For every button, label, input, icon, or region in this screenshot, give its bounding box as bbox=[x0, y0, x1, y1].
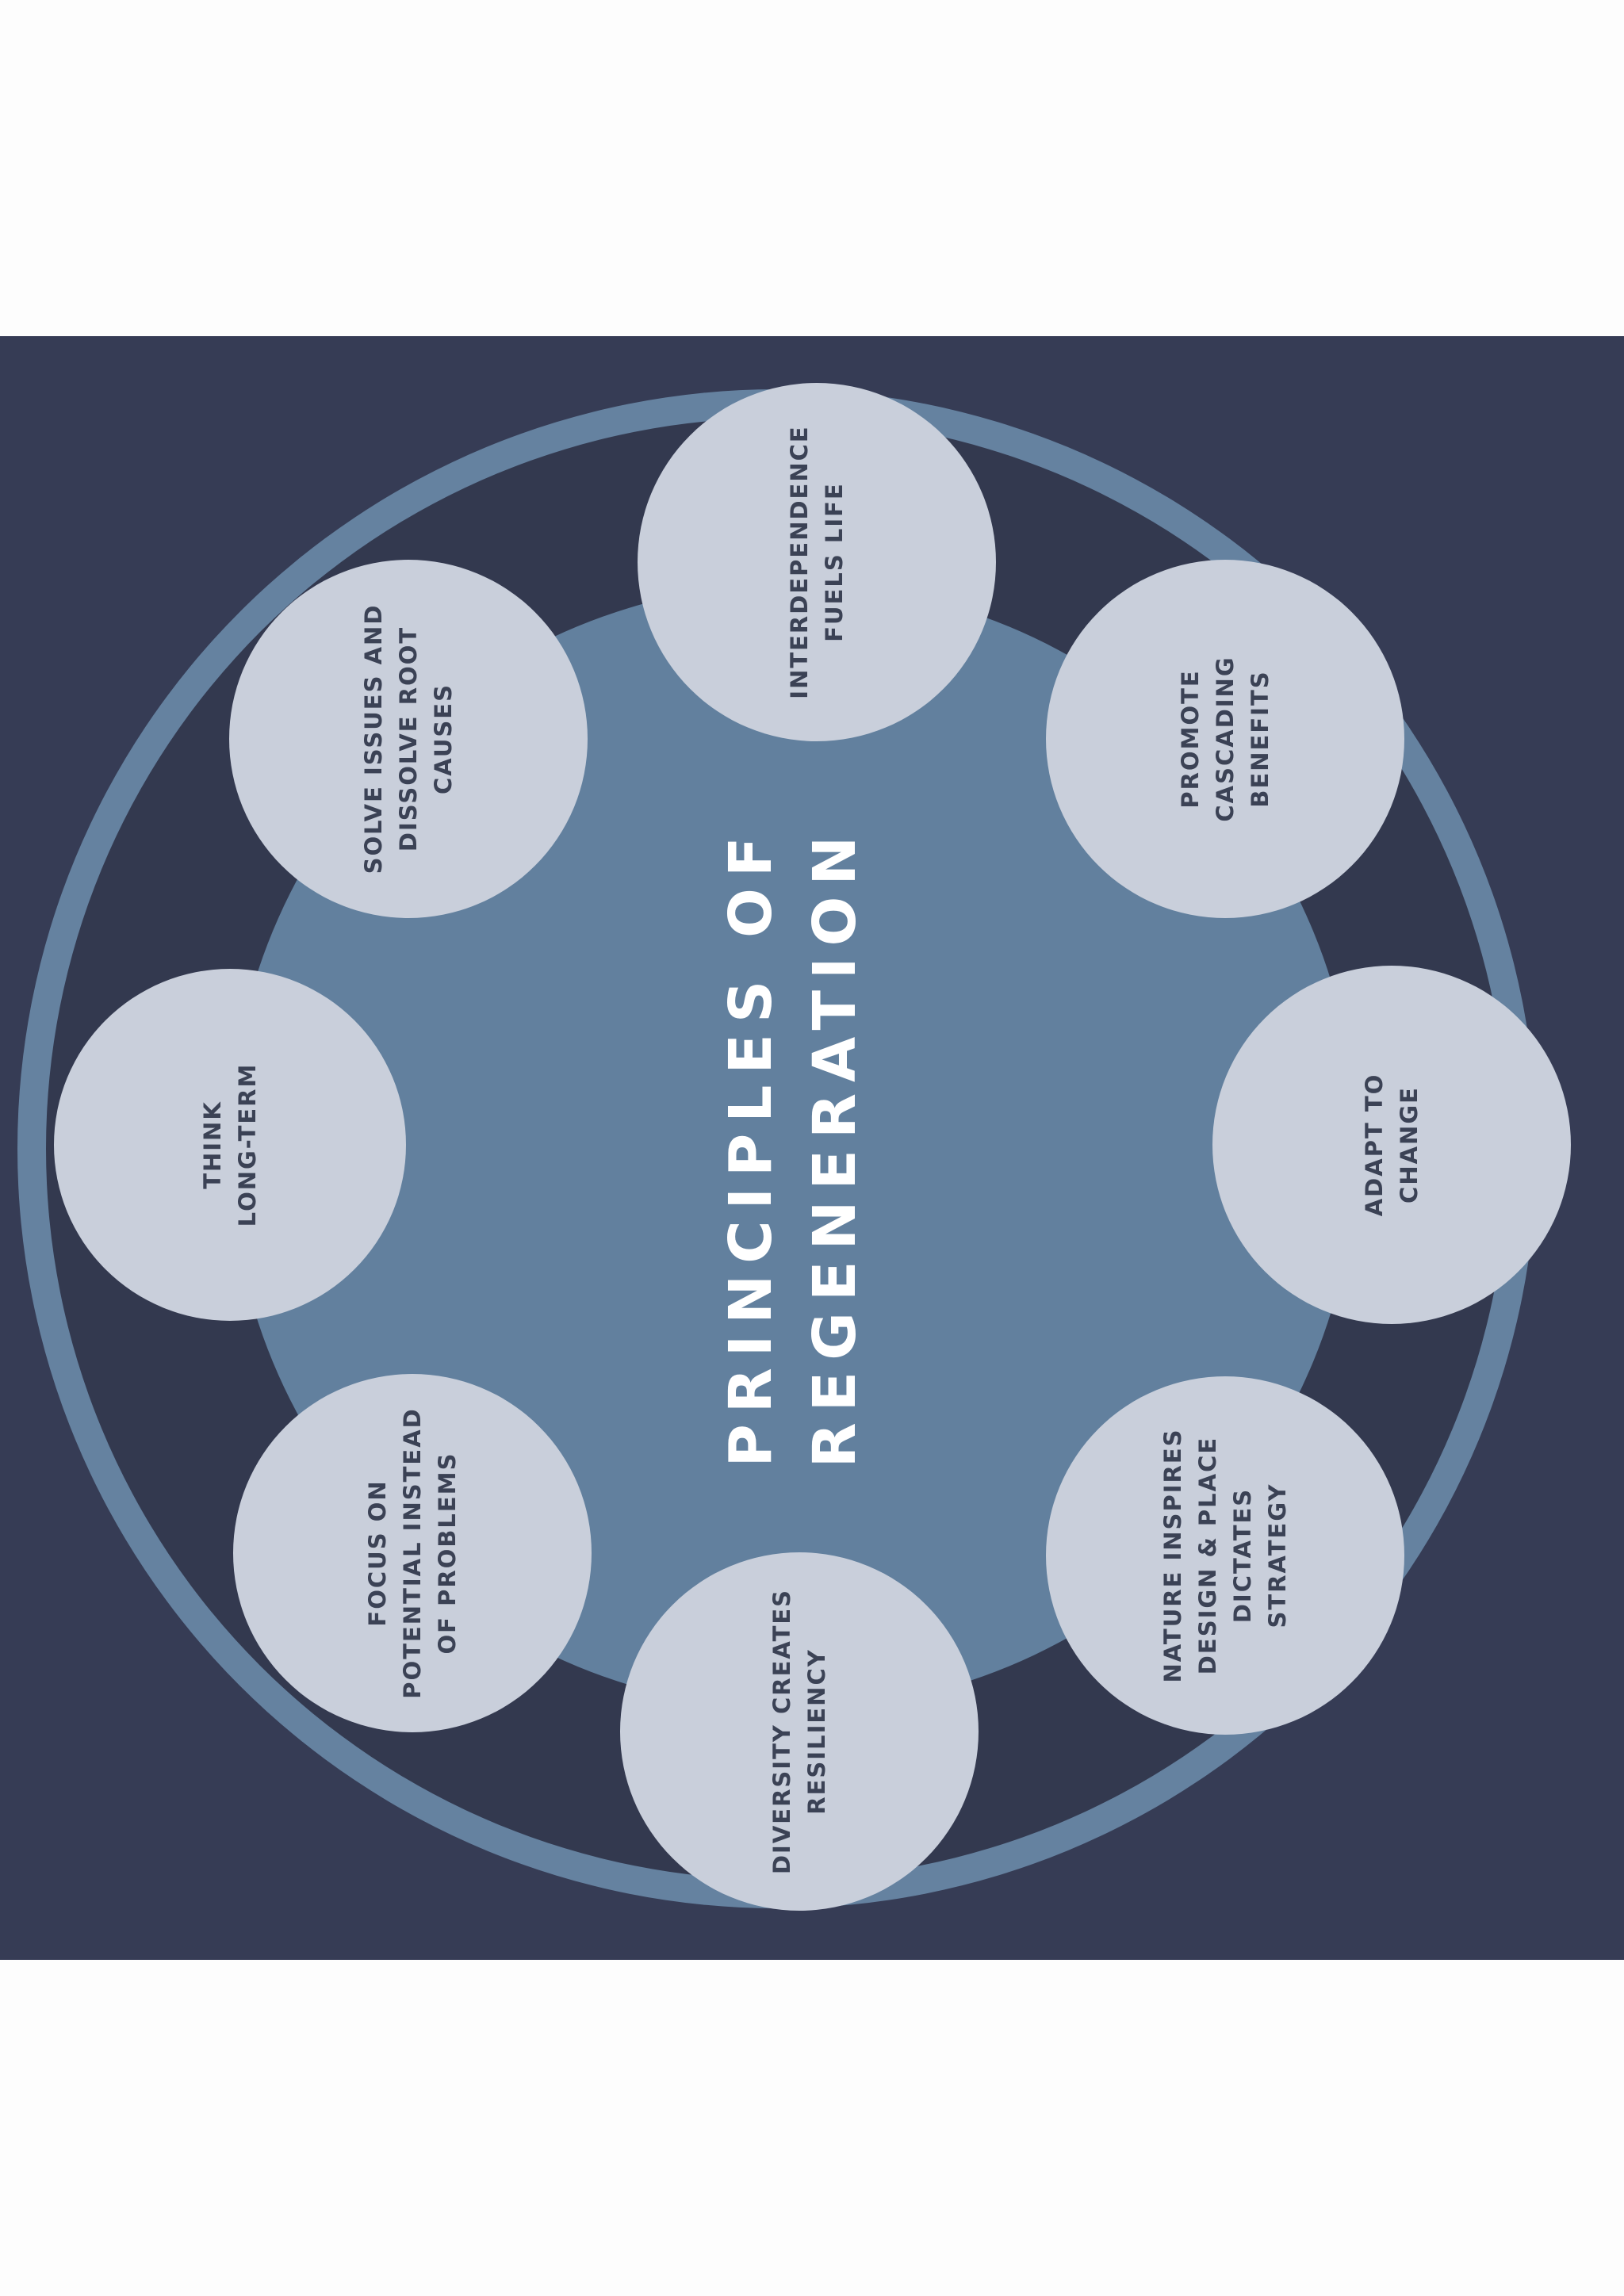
principle-label: ADAPT TO CHANGE bbox=[1361, 1073, 1423, 1217]
principle-label: PROMOTE CASCADING BENEFITS bbox=[1177, 656, 1274, 821]
principle-label-line: LONG-TERM bbox=[234, 1063, 261, 1227]
principle-label-line: NATURE INSPIRES bbox=[1159, 1428, 1186, 1682]
principle-circle bbox=[233, 1374, 592, 1732]
principle-circle bbox=[1212, 966, 1571, 1324]
principle-label: NATURE INSPIRES DESIGN & PLACE DICTATES STR… bbox=[1159, 1428, 1291, 1682]
principle-label: FOCUS ON POTENTIAL INSTEAD OF PROBLEMS bbox=[364, 1407, 461, 1698]
principle-label-line: THINK bbox=[199, 1100, 226, 1189]
principle-label: DIVERSITY CREATES RESILIENCY bbox=[768, 1589, 830, 1874]
principle-circle bbox=[54, 969, 406, 1321]
principle-label-line: CAUSES bbox=[430, 683, 457, 794]
principle-label-line: DESIGN & PLACE bbox=[1194, 1437, 1221, 1674]
principle-label-line: SOLVE ISSUES AND bbox=[360, 604, 387, 874]
principle-label-line: DICTATES bbox=[1229, 1488, 1256, 1623]
principle-label-line: FOCUS ON bbox=[364, 1479, 391, 1626]
principle-label-line: DISSOLVE ROOT bbox=[395, 626, 422, 851]
principle-label-line: CHANGE bbox=[1396, 1086, 1423, 1203]
principle-label-line: DIVERSITY CREATES bbox=[768, 1589, 795, 1874]
diagram-canvas: INTERDEPENDENCE FUELS LIFE PROMOTE CASCADIN… bbox=[0, 336, 1624, 1960]
principle-label-line: FUELS LIFE bbox=[821, 482, 848, 642]
principle-circle bbox=[620, 1552, 979, 1911]
principle-label-line: POTENTIAL INSTEAD bbox=[399, 1407, 426, 1698]
principle-label: INTERDEPENDENCE FUELS LIFE bbox=[786, 425, 848, 698]
principle-label: THINK LONG-TERM bbox=[199, 1063, 261, 1227]
principle-label-line: PROMOTE bbox=[1177, 669, 1204, 808]
principles-diagram: INTERDEPENDENCE FUELS LIFE PROMOTE CASCADIN… bbox=[0, 336, 1624, 1960]
principle-label-line: RESILIENCY bbox=[803, 1648, 830, 1814]
principle-label-line: INTERDEPENDENCE bbox=[786, 425, 813, 698]
principle-node-interdependence: INTERDEPENDENCE FUELS LIFE bbox=[638, 383, 996, 741]
principle-node-diversity-resiliency: DIVERSITY CREATES RESILIENCY bbox=[620, 1552, 979, 1911]
principle-node-cascading-benefits: PROMOTE CASCADING BENEFITS bbox=[1046, 560, 1404, 918]
principle-circle bbox=[1046, 1376, 1404, 1735]
principle-node-solve-root-causes: SOLVE ISSUES AND DISSOLVE ROOT CAUSES bbox=[229, 560, 588, 918]
principle-circle bbox=[229, 560, 588, 918]
principle-label-line: STRATEGY bbox=[1264, 1483, 1291, 1628]
principle-node-adapt-to-change: ADAPT TO CHANGE bbox=[1212, 966, 1571, 1324]
principle-label-line: CASCADING bbox=[1212, 656, 1239, 821]
principle-label-line: OF PROBLEMS bbox=[434, 1452, 461, 1655]
principle-nodes: INTERDEPENDENCE FUELS LIFE PROMOTE CASCADIN… bbox=[54, 383, 1571, 1911]
title-line-1: PRINCIPLES OF bbox=[717, 826, 785, 1468]
principle-label: SOLVE ISSUES AND DISSOLVE ROOT CAUSES bbox=[360, 604, 457, 874]
principle-label-line: ADAPT TO bbox=[1361, 1073, 1388, 1217]
title-line-2: REGENERATION bbox=[801, 825, 869, 1468]
diagram-title: PRINCIPLES OF REGENERATION bbox=[717, 825, 869, 1468]
principle-node-think-long-term: THINK LONG-TERM bbox=[54, 969, 406, 1321]
principle-label-line: BENEFITS bbox=[1247, 670, 1274, 807]
principle-circle bbox=[638, 383, 996, 741]
principle-node-nature-inspires: NATURE INSPIRES DESIGN & PLACE DICTATES STR… bbox=[1046, 1376, 1404, 1735]
principle-circle bbox=[1046, 560, 1404, 918]
principle-node-focus-on-potential: FOCUS ON POTENTIAL INSTEAD OF PROBLEMS bbox=[233, 1374, 592, 1732]
